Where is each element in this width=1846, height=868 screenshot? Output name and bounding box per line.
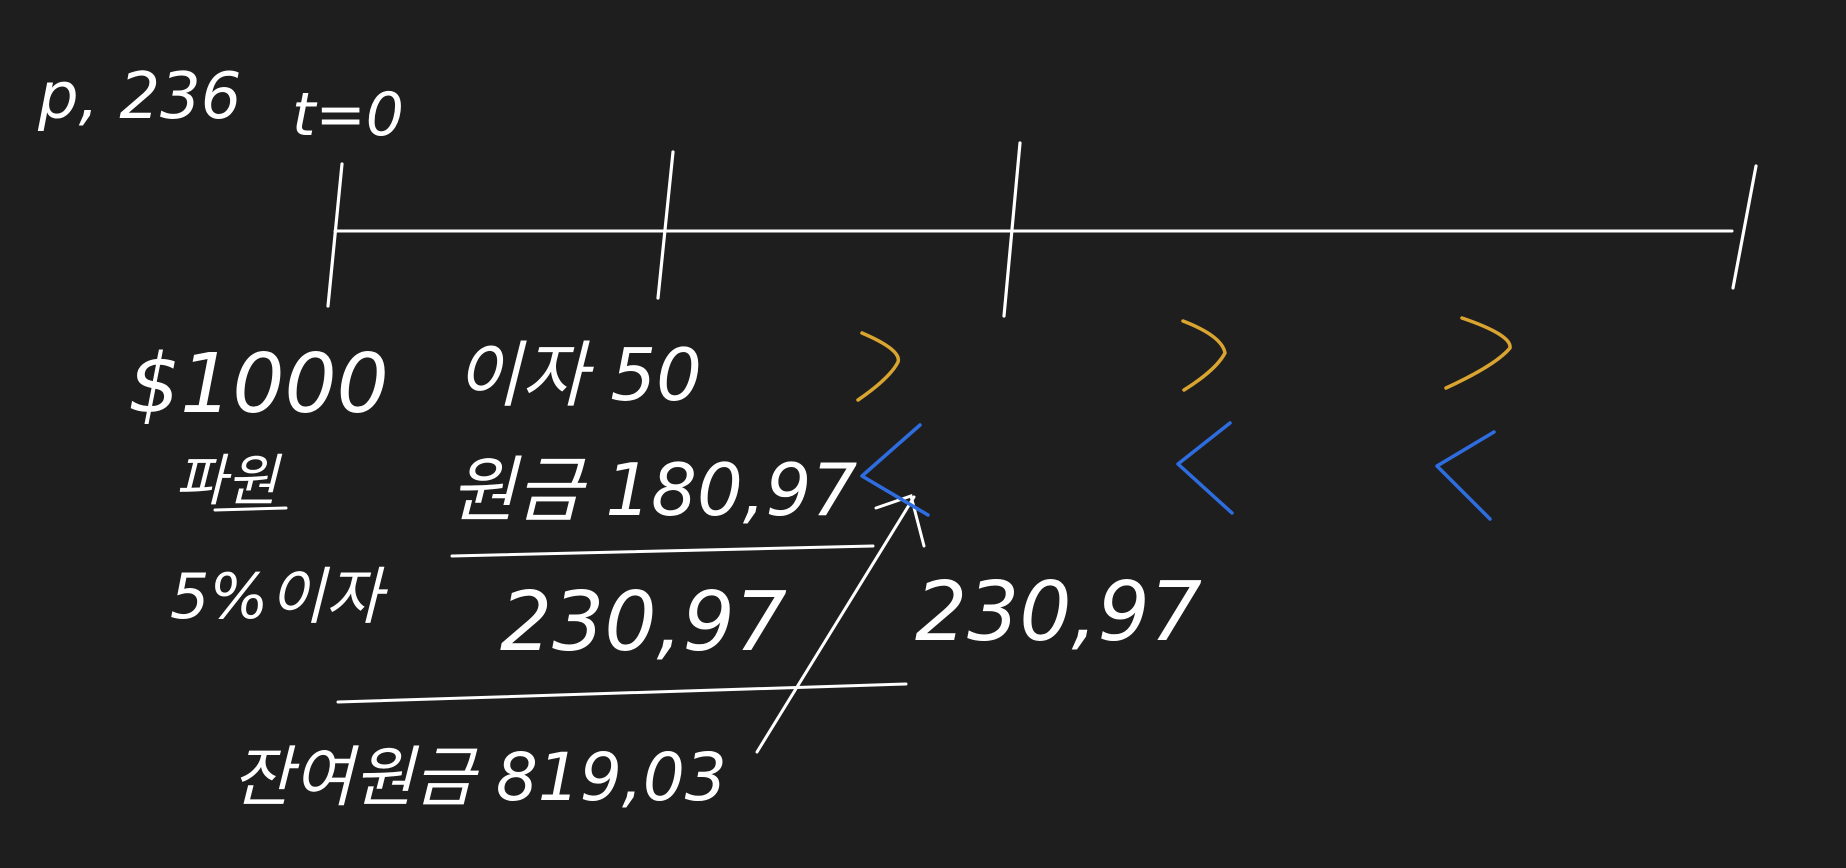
timeline (326, 141, 1758, 318)
sum-rule (450, 544, 875, 558)
carry-forward-arrow (755, 495, 916, 754)
time-zero-label: t=0 (292, 80, 404, 150)
interest-mark-2 (1181, 319, 1227, 392)
balance-rule (336, 682, 908, 704)
interest-rate-label: 5%이자 (170, 560, 388, 633)
timeline-tick-0 (326, 162, 344, 308)
interest-line: 이자 50 (455, 333, 702, 417)
principal-mark-3 (1435, 430, 1496, 521)
principal-label-underline (213, 506, 288, 512)
carry-forward-arrowhead (874, 494, 926, 548)
remaining-principal: 잔여원금 819,03 (232, 739, 727, 816)
principal-mark-1 (860, 423, 930, 517)
timeline-tick-2 (1002, 141, 1022, 318)
payment-sum: 230,97 (500, 575, 787, 670)
interest-mark-1 (856, 331, 901, 402)
payment-next-period: 230,97 (915, 565, 1202, 660)
principal-label: 파원 (175, 449, 283, 514)
page-reference: p, 236 (37, 60, 241, 134)
principal-repayment-line: 원금 180,97 (450, 448, 857, 532)
loan-amount: $1000 (128, 337, 389, 432)
interest-mark-3 (1444, 316, 1512, 390)
timeline-tick-3 (1731, 164, 1758, 290)
timeline-tick-1 (656, 150, 675, 300)
principal-mark-2 (1176, 421, 1234, 515)
